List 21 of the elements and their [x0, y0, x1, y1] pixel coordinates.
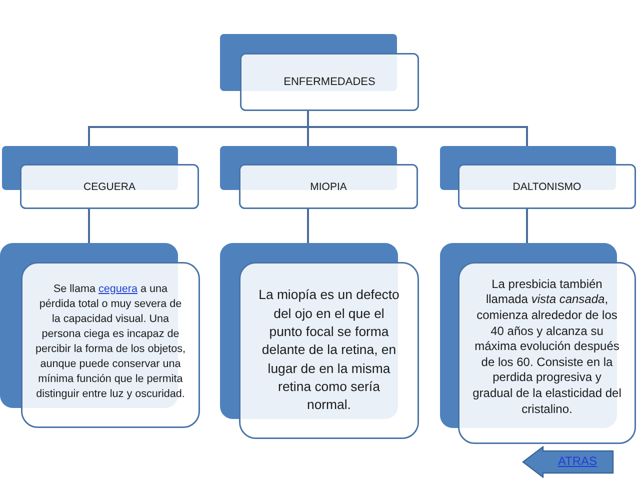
- left-block-arrow: [522, 446, 614, 478]
- text-link: ceguera: [98, 283, 138, 295]
- description-text: La presbicia también llamada vista cansada, comienza alrededor de los 40 años y alcanza su máxima evolución después de los 60. Consiste en la perdida progresiva y gradual de la elasticidad del cristalino.: [472, 276, 622, 418]
- connector-line: [307, 111, 528, 146]
- connector-line: [88, 209, 90, 243]
- description-box: [440, 243, 636, 444]
- category-title: CEGUERA: [84, 180, 136, 194]
- description-text: Se llama ceguera a una pérdida total o muy severa de la capacidad visual. Una persona ciega es incapaz de percibir la forma de los objetos, aunque puede conservar una mínima función que le permita distinguir entre luz y oscuridad.: [34, 282, 187, 402]
- category-title: MIOPIA: [310, 180, 347, 194]
- connector-line: [526, 209, 528, 243]
- category-title: DALTONISMO: [512, 180, 582, 194]
- description-text: La miopía es un defecto del ojo en el que el punto focal se forma delante de la retina, en lugar de en la misma retina como sería normal.: [258, 286, 400, 414]
- category-box: [440, 146, 636, 209]
- category-box: [2, 146, 199, 209]
- back-link: ATRAS: [556, 453, 598, 469]
- heading-text: ENFERMEDADES: [284, 75, 376, 89]
- category-box: [220, 146, 418, 209]
- connector-line: [307, 209, 309, 243]
- title-box: [220, 34, 419, 111]
- description-box: [220, 243, 419, 439]
- description-box: [0, 243, 200, 428]
